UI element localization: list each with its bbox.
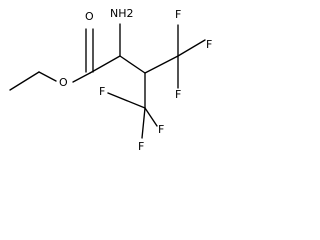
molecule-svg: O O NH2 F F F F F F	[9, 7, 212, 153]
bond-lower-cf3-to-left-f	[107, 92, 146, 109]
ester-oxygen-label: O	[59, 76, 68, 89]
bond-ethyl-ch3	[9, 71, 40, 91]
bond-beta-upper-cf3-carbon	[144, 55, 179, 74]
bond-oxygen-carbonyl-carbon	[72, 72, 91, 83]
upper-bottom-fluorine-label: F	[175, 88, 181, 101]
lower-left-fluorine-label: F	[99, 85, 105, 98]
upper-top-fluorine-label: F	[175, 8, 181, 21]
chemical-structure-diagram: O O NH2 F F F F F F	[0, 0, 230, 155]
carbonyl-oxygen-label: O	[85, 10, 94, 23]
atom-labels: O O NH2 F F F F F F	[59, 7, 212, 153]
bond-ethyl-ch2-oxygen	[38, 71, 57, 82]
bond-lower-cf3-to-right-f	[144, 107, 158, 127]
lower-right-fluorine-label: F	[158, 123, 164, 136]
bond-lines	[9, 23, 206, 139]
bond-alpha-beta-carbon	[119, 55, 146, 74]
bond-upper-cf3-to-right-f	[177, 39, 206, 57]
bond-carbonyl-alpha-carbon	[89, 55, 121, 74]
bond-lower-cf3-to-bottom-f	[141, 107, 146, 139]
upper-right-fluorine-label: F	[206, 38, 212, 51]
lower-bottom-fluorine-label: F	[138, 140, 144, 153]
amine-label: NH2	[110, 7, 134, 20]
